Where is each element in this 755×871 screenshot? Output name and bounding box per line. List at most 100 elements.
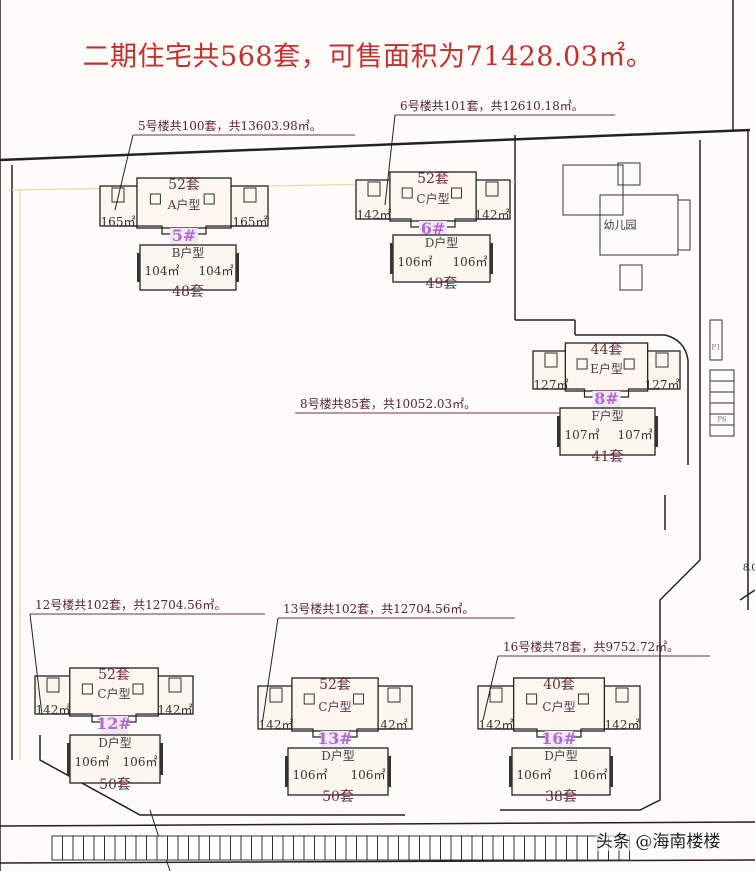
b5-top-count: 52套 [168,177,200,193]
b16-top-area-right: 142㎡ [604,718,640,732]
b6-top-area-left: 142㎡ [356,208,392,222]
b5-top-area-right: 165㎡ [232,215,268,229]
parking-stall [492,835,504,861]
b16-top-area-left: 142㎡ [478,718,514,732]
b12-bottom-unit-type: D户型 [98,736,132,750]
b12-bottom-count: 50套 [99,777,131,793]
parking-stall [104,835,116,861]
b13-top-unit-type: C户型 [318,699,352,714]
parking-stall [272,835,284,861]
parking-stall [146,835,158,861]
parking-stall [93,835,105,861]
b8-bottom-area-left: 107㎡ [564,427,600,442]
b5-bottom-count: 48套 [172,284,204,300]
building-12 [29,613,265,784]
kindergarten-label: 幼儿园 [603,218,637,232]
building-16 [477,655,710,796]
parking-stall [419,835,431,861]
parking-stall [72,835,84,861]
b6-bottom-area-left: 106㎡ [397,254,433,269]
parking-stall [566,835,578,861]
b13-bottom-count: 50套 [322,789,354,805]
b8-top-unit-type: E户型 [590,362,623,376]
parking-stall [240,835,252,861]
b8-top-area-left: 127㎡ [533,378,569,392]
parking-stall [482,835,494,861]
b16-bottom-area-right: 106㎡ [572,767,608,782]
b6-top-count: 52套 [417,171,449,187]
b8-top-count: 44套 [590,342,623,358]
parking-stall [709,402,735,415]
b16-top-count: 40套 [543,677,575,693]
parking-stall [219,835,231,861]
kindergarten-outline [562,162,691,291]
building-6 [355,114,615,283]
parking-stall [709,369,735,382]
building-5 [99,134,355,291]
building-13 [257,617,515,796]
parking-stall [188,835,200,861]
b5-building-number: 5# [171,226,197,245]
b6-top-unit-type: C户型 [416,191,450,206]
parking-stall [461,835,473,861]
b5-caption: 5号楼共100套，共13603.98㎡。 [138,119,322,133]
parking-stall [709,391,735,404]
parking-stall [251,835,263,861]
b13-top-count: 52套 [319,677,351,693]
parking-stall [177,835,189,861]
parking-stall [398,835,410,861]
parking-p1 [709,319,723,361]
parking-stall [156,835,168,861]
b16-caption: 16号楼共78套，共9752.72㎡。 [503,640,680,654]
parking-label-p1: P1 [711,343,721,352]
parking-stall [345,835,357,861]
parking-stall [282,835,294,861]
parking-stall [576,835,588,861]
b16-top-unit-type: C户型 [542,699,576,714]
b12-top-area-left: 142㎡ [35,703,71,717]
b16-building-number: 16# [541,729,577,748]
b5-bottom-area-right: 104㎡ [198,263,234,278]
b12-top-unit-type: C户型 [97,687,131,701]
parking-stall [513,835,525,861]
parking-label-p6: P6 [717,415,727,424]
b6-bottom-unit-type: D户型 [424,236,459,250]
parking-stall [366,835,378,861]
parking-stall [209,835,221,861]
parking-stall [709,424,735,437]
parking-stall [125,835,137,861]
b8-building-number: 8# [594,389,619,408]
b13-bottom-area-left: 106㎡ [292,767,328,782]
parking-stall [114,835,126,861]
parking-stall [324,835,336,861]
b13-bottom-unit-type: D户型 [321,749,355,763]
b16-bottom-count: 38套 [545,789,577,805]
b5-top-area-left: 165㎡ [100,215,136,229]
parking-stall [387,835,399,861]
b8-caption: 8号楼共85套，共10052.03㎡。 [300,397,477,411]
b5-bottom-area-left: 104㎡ [144,263,180,278]
parking-stall [135,835,147,861]
b12-bottom-area-right: 106㎡ [122,755,158,769]
parking-stall [545,835,557,861]
b5-bottom-unit-type: B户型 [171,246,205,260]
parking-stall [555,835,567,861]
page-title: 二期住宅共568套，可售面积为71428.03㎡。 [82,41,654,73]
parking-stall [198,835,210,861]
parking-stall [356,835,368,861]
parking-p6 [709,369,735,437]
parking-stall [167,835,179,861]
parking-stall [303,835,315,861]
b13-caption: 13号楼共102套，共12704.56㎡。 [283,602,475,616]
b6-bottom-count: 49套 [425,276,458,292]
b16-bottom-area-left: 106㎡ [516,767,552,782]
parking-stall [377,835,389,861]
parking-stall [261,835,273,861]
b12-bottom-area-left: 106㎡ [74,755,110,769]
b6-building-number: 6# [420,219,446,238]
b12-top-area-right: 142㎡ [157,703,193,717]
parking-stall [440,835,452,861]
parking-stall [503,835,515,861]
b12-caption: 12号楼共102套，共12704.56㎡。 [35,598,227,612]
